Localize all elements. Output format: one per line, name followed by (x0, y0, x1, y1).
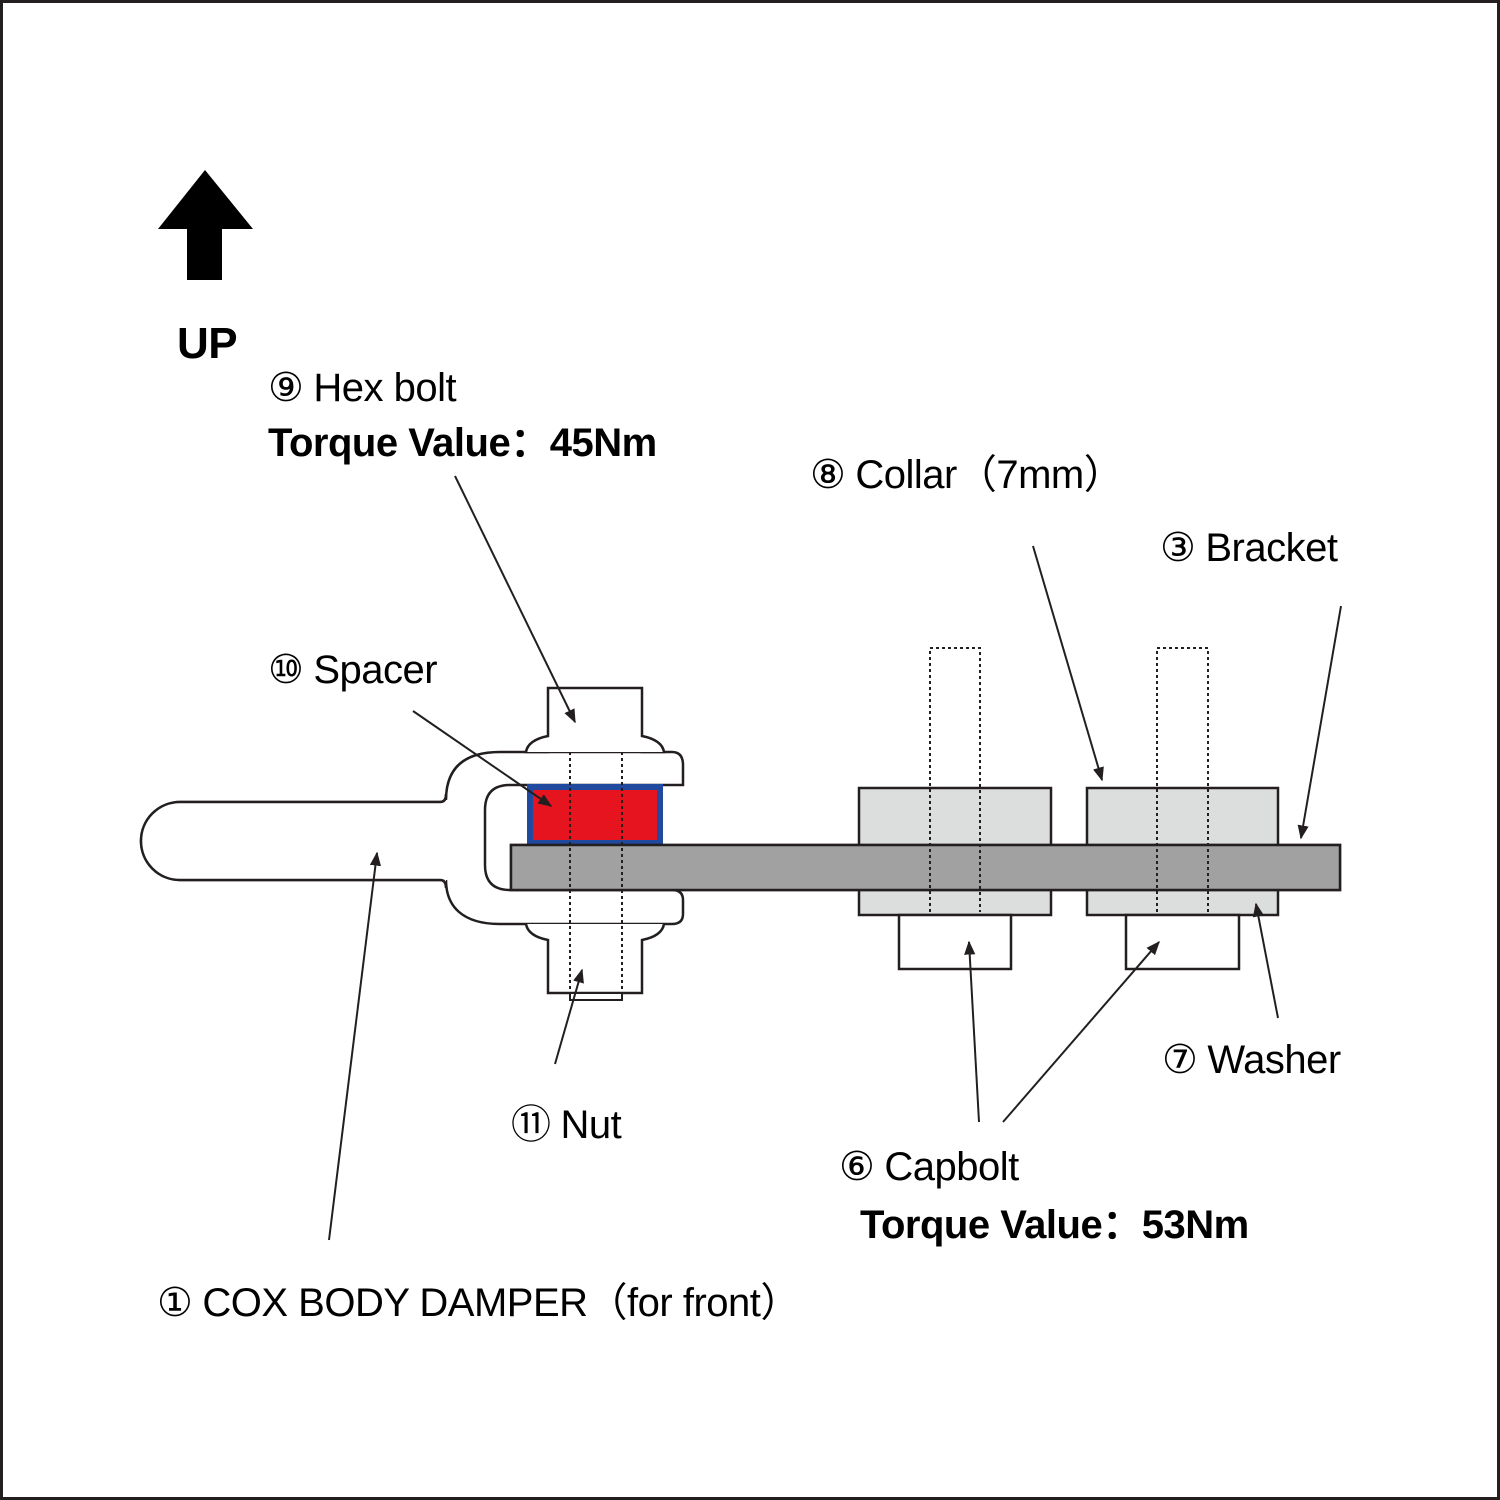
leader-collar (1032, 545, 1104, 782)
leader-damper (328, 851, 382, 1241)
damper-rod-end (139, 794, 448, 888)
damper-name: COX BODY DAMPER（for front） (202, 1281, 800, 1325)
part-number-7: ⑦ (1162, 1038, 1198, 1082)
part-number-10: ⑩ (268, 648, 304, 692)
hidden-bolt-lines (569, 647, 1209, 1000)
leader-spacer (412, 710, 553, 807)
hex-bolt-name: Hex bolt (313, 366, 457, 410)
spacer-name: Spacer (313, 648, 438, 692)
leader-lines (328, 475, 1342, 1241)
bolt-tip (569, 992, 623, 1001)
capbolt-torque: Torque Value：53Nm (860, 1203, 1249, 1247)
up-label: UP (177, 319, 238, 368)
leader-bracket (1297, 605, 1342, 840)
hex-bolt-head-body (524, 686, 666, 753)
bracket-name: Bracket (1205, 526, 1338, 570)
hex-bolt-torque: Torque Value：45Nm (268, 421, 657, 465)
collar-left-upper (857, 786, 1053, 847)
part-number-6: ⑥ (839, 1145, 875, 1189)
up-arrow-icon (158, 170, 253, 280)
nut-flange (524, 923, 666, 995)
leader-nut (554, 968, 584, 1065)
capbolt-head-right (1124, 913, 1241, 971)
washer-right (1085, 888, 1280, 917)
leader-capbolt-left (964, 940, 980, 1123)
nut-name: Nut (560, 1103, 622, 1147)
washer-name: Washer (1207, 1038, 1341, 1082)
part-number-3: ③ (1160, 526, 1196, 570)
leader-capbolt-right (1002, 940, 1160, 1123)
part-number-9: ⑨ (268, 366, 304, 410)
part-number-1: ① (157, 1281, 193, 1325)
collar-name: Collar（7mm） (855, 453, 1124, 497)
washer-left (857, 888, 1053, 917)
part-number-8: ⑧ (810, 453, 846, 497)
capbolt-name: Capbolt (884, 1145, 1019, 1189)
capbolt-head-left (897, 913, 1013, 971)
collar-right-upper (1085, 786, 1280, 847)
part-number-11: ⑪ (511, 1103, 551, 1147)
leader-hex-bolt (454, 475, 576, 724)
spacer (527, 784, 663, 846)
leader-washer (1252, 902, 1279, 1019)
